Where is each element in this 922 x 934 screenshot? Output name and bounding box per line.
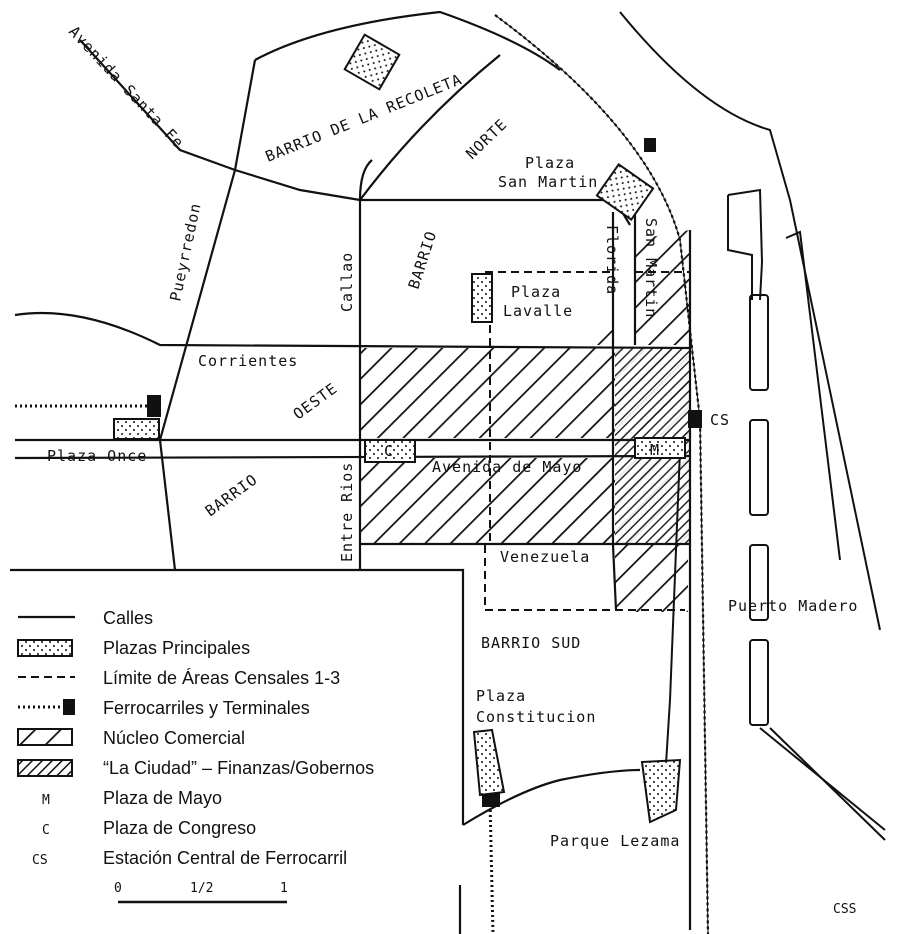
entre-rios-label: Entre Rios xyxy=(338,462,356,562)
legend-symbol-hatch-wide xyxy=(17,728,73,746)
legend-label-estacion: Estación Central de Ferrocarril xyxy=(103,848,347,868)
legend-label-plaza-congreso: Plaza de Congreso xyxy=(103,818,256,838)
legend-symbol-m: M xyxy=(42,793,50,808)
legend-label-plaza-mayo: Plaza de Mayo xyxy=(103,788,222,808)
san-martin-label: San Martin xyxy=(642,218,660,318)
scale-tick-1: 1 xyxy=(280,881,288,896)
legend-label-calles: Calles xyxy=(103,608,153,628)
plaza-constitucion-label-1: Plaza xyxy=(476,687,526,705)
plaza-lavalle-label-1: Plaza xyxy=(511,283,561,301)
venezuela-label: Venezuela xyxy=(500,548,590,566)
legend: M C CS Calles Plazas Principales Límite … xyxy=(17,608,374,868)
callao-label: Callao xyxy=(338,252,356,312)
terminal-cs xyxy=(688,410,702,428)
scale-tick-0: 0 xyxy=(114,881,122,896)
plazas xyxy=(113,33,686,824)
barrio-sud-label: BARRIO SUD xyxy=(481,634,581,652)
streets xyxy=(10,10,692,934)
legend-symbol-cs: CS xyxy=(32,853,48,868)
corrientes-label: Corrientes xyxy=(198,352,298,370)
parque-lezama-label: Parque Lezama xyxy=(550,832,680,850)
legend-label-nucleo: Núcleo Comercial xyxy=(103,728,245,748)
legend-symbol-c: C xyxy=(42,823,50,838)
legend-label-ferrocarriles: Ferrocarriles y Terminales xyxy=(103,698,310,718)
port-outline xyxy=(619,11,886,841)
plaza-constitucion-label-2: Constitucion xyxy=(476,708,596,726)
legend-symbol-hatch-dense xyxy=(17,759,73,777)
barrio-label-1: BARRIO xyxy=(405,228,441,291)
scale-tick-half: 1/2 xyxy=(190,881,213,896)
terminal-once xyxy=(147,395,161,417)
c-marker-label: C xyxy=(384,442,394,460)
legend-symbol-plaza xyxy=(17,639,73,657)
terminal-constitucion xyxy=(482,793,500,807)
florida-label: Florida xyxy=(603,225,621,295)
plaza-san-martin-label-2: San Martin xyxy=(498,173,598,191)
plaza-san-martin-label-1: Plaza xyxy=(525,154,575,172)
legend-symbol-railway xyxy=(18,699,75,715)
cs-label: CS xyxy=(710,411,730,429)
plaza-once-label: Plaza Once xyxy=(47,447,147,465)
terminal-retiro xyxy=(644,138,656,152)
av-de-mayo-label: Avenida de Mayo xyxy=(432,458,582,476)
railways xyxy=(15,14,710,934)
puerto-madero-label: Puerto Madero xyxy=(728,597,858,615)
credit-label: CSS xyxy=(833,902,856,917)
pueyrredon-label: Pueyrredon xyxy=(166,201,204,303)
legend-label-la-ciudad: “La Ciudad” – Finanzas/Gobernos xyxy=(103,758,374,778)
norte-label: NORTE xyxy=(462,115,511,163)
recoleta-label: BARRIO DE LA RECOLETA xyxy=(263,70,465,166)
census-boundary xyxy=(484,271,690,611)
barrio-label-2: BARRIO xyxy=(202,470,261,520)
plaza-lavalle-label-2: Lavalle xyxy=(503,302,573,320)
m-marker-label: M xyxy=(650,441,660,459)
legend-label-limite: Límite de Áreas Censales 1-3 xyxy=(103,668,340,688)
scale-bar: 0 1/2 1 xyxy=(114,881,288,904)
oeste-label: OESTE xyxy=(290,379,341,423)
legend-label-plazas: Plazas Principales xyxy=(103,638,250,658)
av-santa-fe-label: Avenida Santa Fe xyxy=(65,22,188,152)
